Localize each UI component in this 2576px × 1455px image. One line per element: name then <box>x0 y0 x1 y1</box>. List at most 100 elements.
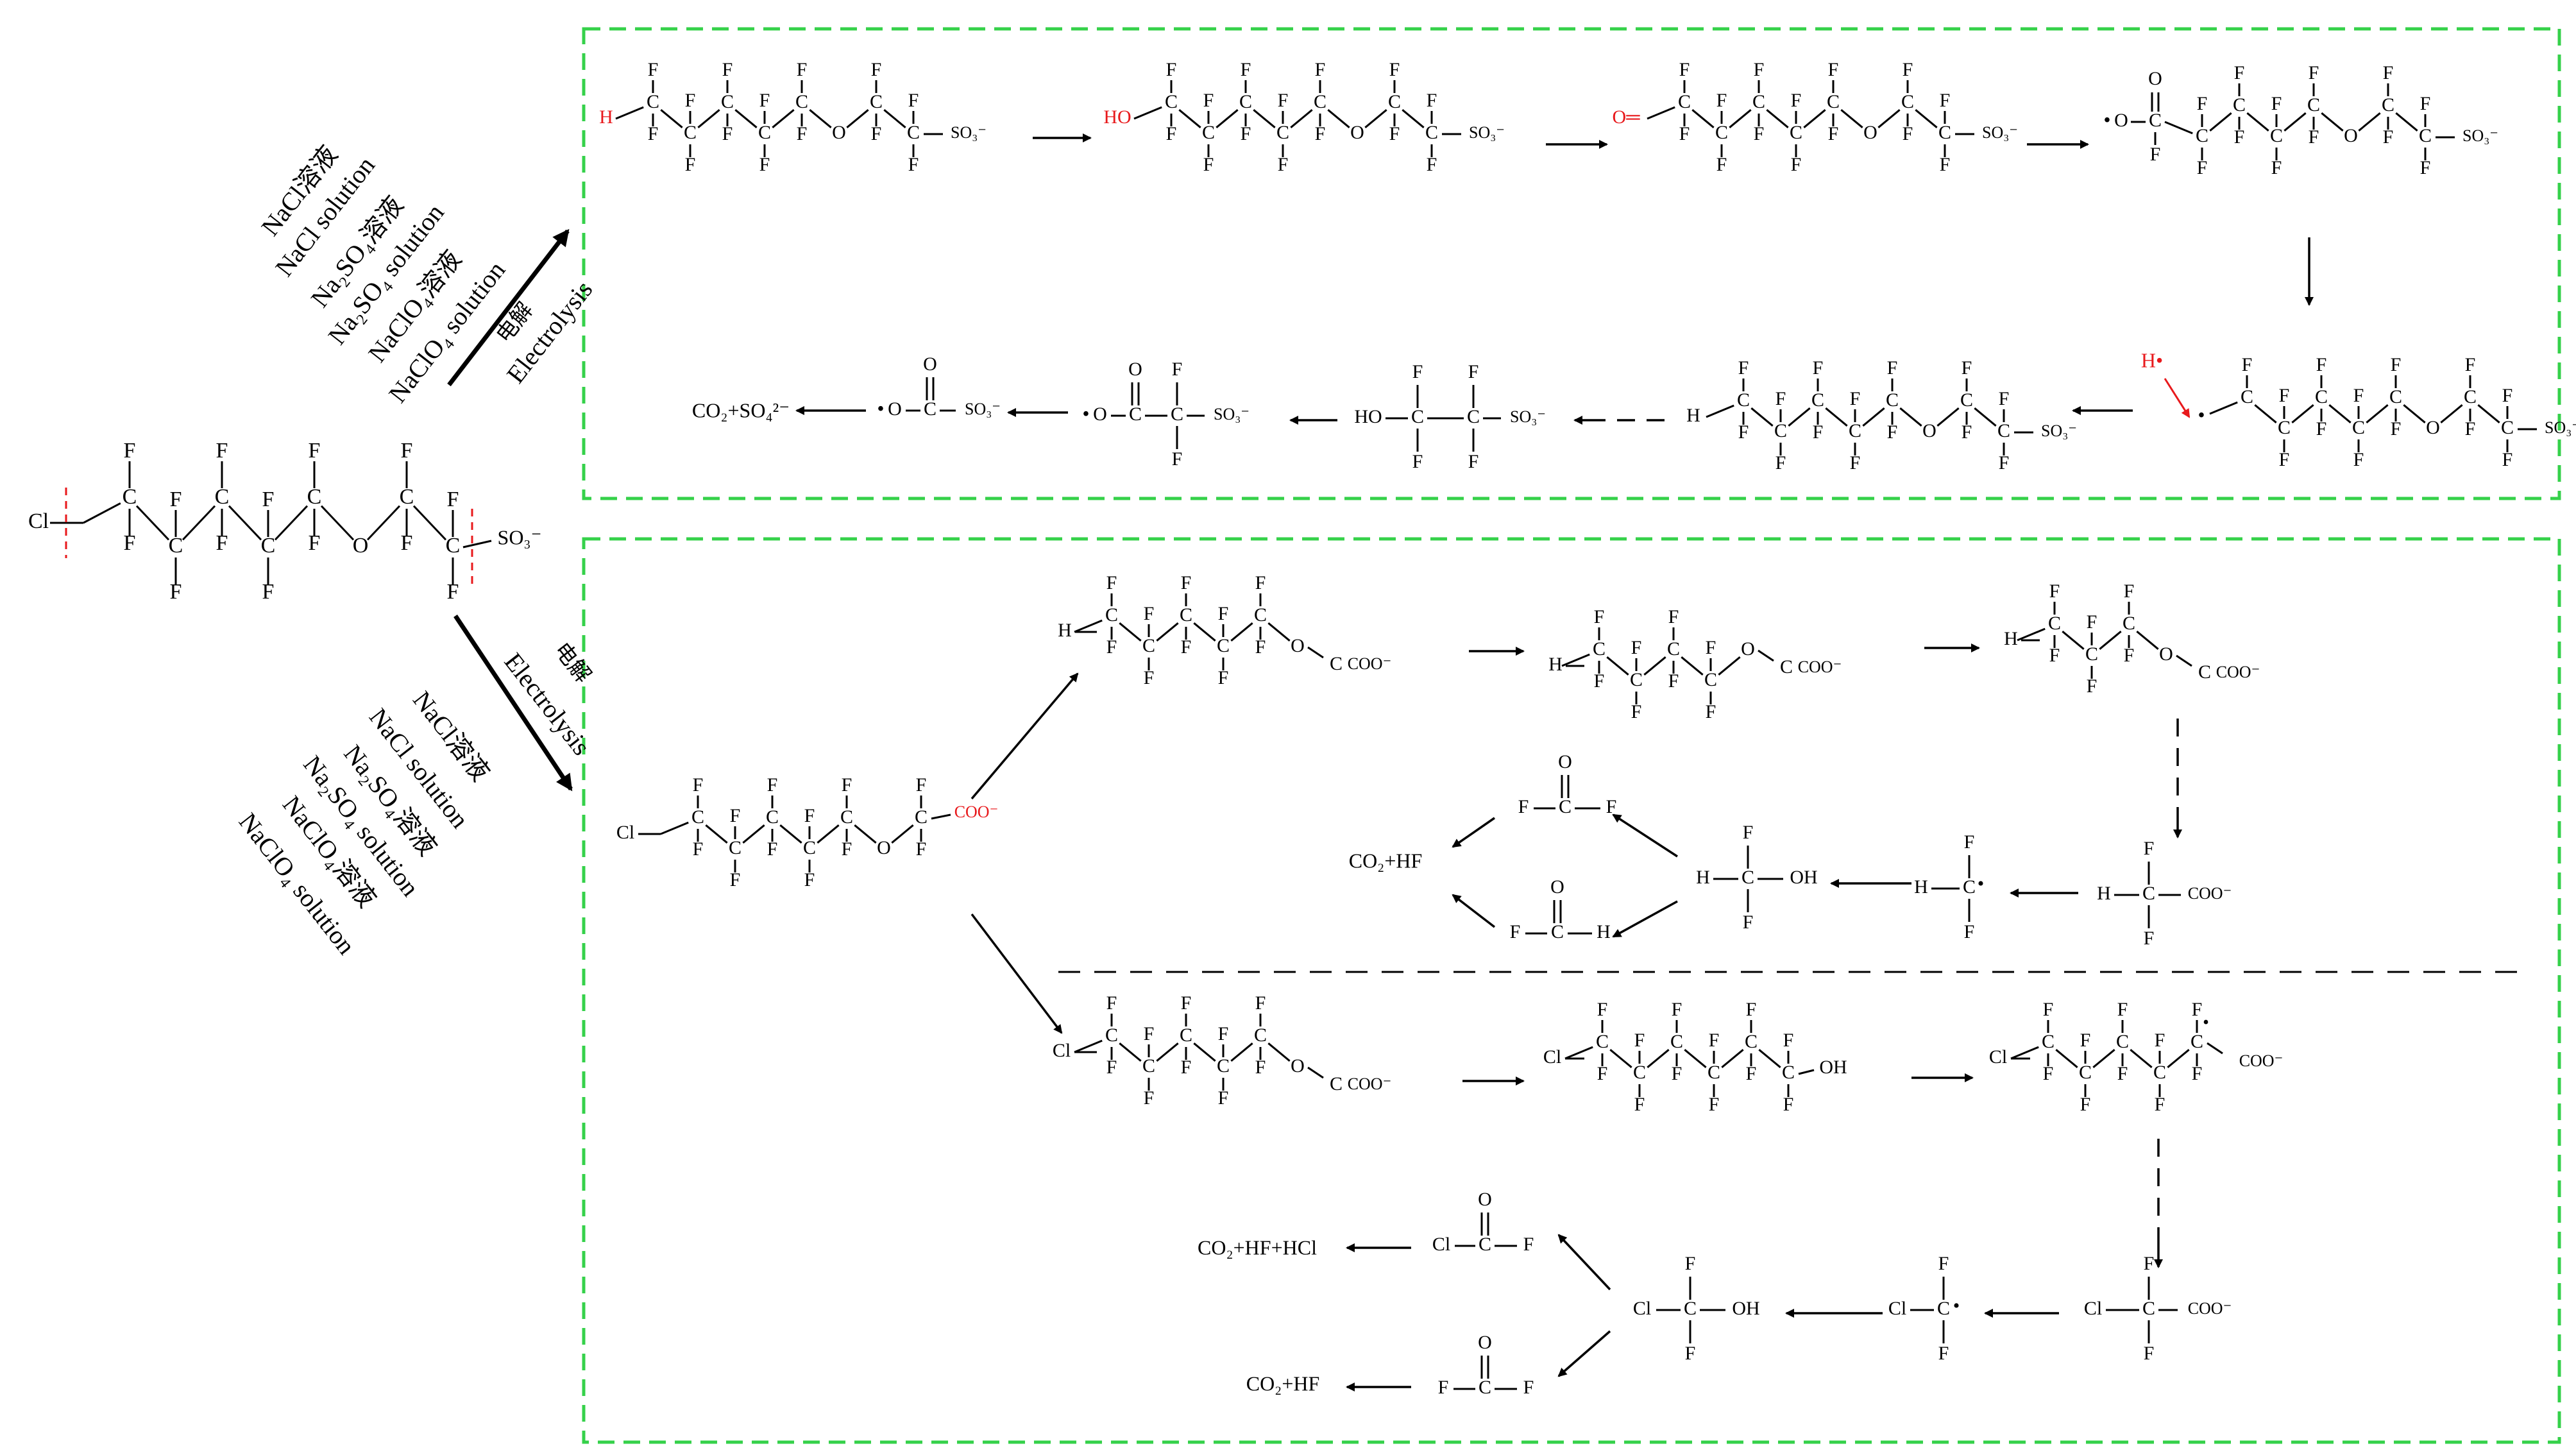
fluorine-atom: F <box>124 439 136 463</box>
bond <box>1609 1049 1632 1068</box>
fluorine-atom: F <box>1315 123 1326 144</box>
carbon-atom: C <box>1330 653 1343 674</box>
fluorine-atom: F <box>2353 449 2364 470</box>
chain-atom: C <box>1811 389 1824 411</box>
reaction-arrow <box>1612 813 1678 858</box>
carbon-atom: C <box>2142 1298 2155 1319</box>
carbon-atom: C <box>1411 406 1424 427</box>
fluorine-atom: F <box>2043 999 2054 1020</box>
chain-atom: C <box>1217 635 1230 656</box>
fluorine-atom: F <box>1679 123 1690 144</box>
chain-atom: C <box>1142 635 1155 656</box>
fluorine-atom: F <box>685 90 696 111</box>
bond <box>854 824 877 844</box>
fluorine-atom: F <box>1106 636 1117 658</box>
bond <box>2403 404 2426 423</box>
chain-atom: C <box>1997 420 2010 441</box>
bond <box>2254 404 2277 423</box>
hydrogen-atom: H <box>599 106 613 128</box>
fluorine-atom: F <box>1218 603 1229 624</box>
fluorine-atom: F <box>1738 357 1749 379</box>
chain-atom: C <box>1142 1055 1155 1076</box>
carbon-atom: C <box>1963 876 1976 898</box>
fluorine-atom: F <box>2049 581 2060 602</box>
fluorine-atom: F <box>309 439 321 463</box>
fluorine-atom: F <box>1389 59 1400 80</box>
chain-atom: C <box>1715 122 1728 143</box>
fluorine-atom: F <box>1850 452 1861 473</box>
fluorine-atom: F <box>1902 123 1913 144</box>
bond <box>2136 631 2159 650</box>
fluorine-atom: F <box>730 869 741 890</box>
chain-atom: C <box>1165 91 1178 112</box>
bond <box>1133 106 1162 120</box>
fluorine-atom: F <box>2117 1063 2128 1084</box>
bond <box>1267 622 1291 642</box>
chain-atom: C <box>1827 91 1840 112</box>
sulfonate-group: SO₃⁻ <box>965 400 1001 418</box>
bond <box>1253 109 1276 128</box>
carbon-atom: C <box>1479 1377 1491 1398</box>
fluorine-atom: F <box>767 774 778 796</box>
chlorine-atom: Cl <box>1543 1046 1561 1068</box>
fluorine-atom: F <box>1738 421 1749 443</box>
fluorine-atom: F <box>871 123 882 144</box>
ether-oxygen: O <box>2344 125 2358 146</box>
fluorine-atom: F <box>1255 636 1266 658</box>
carbon-atom: C <box>1330 1073 1343 1094</box>
bond <box>1156 622 1179 642</box>
radical-dot: • <box>2103 108 2110 131</box>
bond <box>1750 407 1774 427</box>
hydroxyl-group: HO <box>1103 106 1131 128</box>
hydrogen-atom: H <box>1914 876 1928 898</box>
sulfonate-group: SO₃⁻ <box>498 525 542 549</box>
chain-atom: C <box>2190 1031 2203 1052</box>
fluorine-atom: F <box>1668 606 1679 627</box>
bond <box>2328 404 2351 423</box>
bond <box>1119 622 1142 642</box>
fluorine-atom: F <box>871 59 882 80</box>
fluorine-atom: F <box>916 774 927 796</box>
oxygen-atom: O <box>923 353 937 375</box>
chain-atom: C <box>2048 613 2061 634</box>
carboxylate-group: COO⁻ <box>1348 1075 1392 1093</box>
chain-atom: C <box>2042 1031 2055 1052</box>
chain-atom: C <box>1596 1031 1609 1052</box>
fluorine-atom: F <box>2155 1030 2165 1051</box>
fluorine-atom: F <box>1181 572 1192 593</box>
fluorine-atom: F <box>2192 999 2203 1020</box>
bond <box>1561 653 1590 667</box>
fluorine-atom: F <box>2234 62 2245 83</box>
chain-atom: C <box>1630 669 1643 690</box>
hydroxyl-group: OH <box>1732 1298 1759 1319</box>
fluorine-atom: F <box>1938 1253 1949 1274</box>
bond <box>1402 109 1425 128</box>
chlorine-atom: Cl <box>1888 1298 1906 1319</box>
ether-oxygen: O <box>1863 122 1877 143</box>
fluorine-atom: F <box>1746 999 1757 1020</box>
chain-atom: C <box>721 91 734 112</box>
chain-atom: C <box>1314 91 1326 112</box>
chain-atom: C <box>1707 1062 1720 1083</box>
fluorine-atom: F <box>124 531 136 555</box>
bond <box>779 824 802 844</box>
fluorine-atom: F <box>1203 90 1214 111</box>
chain-atom: C <box>684 122 697 143</box>
fluorine-atom: F <box>1850 388 1861 409</box>
fluorine-atom: F <box>1106 572 1117 593</box>
hydroxyl-group: HO <box>1354 406 1382 427</box>
ether-oxygen: O <box>2426 417 2440 438</box>
fluorine-atom: F <box>1523 1234 1534 1255</box>
hydrogen-atom: H <box>2097 883 2111 904</box>
fluorine-atom: F <box>842 838 852 860</box>
fluorine-atom: F <box>1631 701 1642 722</box>
bond <box>2167 1049 2190 1068</box>
fluorine-atom: F <box>916 838 927 860</box>
fluorine-atom: F <box>1668 670 1679 692</box>
fluorine-atom: F <box>1427 154 1437 175</box>
carboxylate-group: COO⁻ <box>1798 658 1842 676</box>
chain-atom: C <box>1670 1031 1683 1052</box>
carbon-atom: C <box>1741 867 1754 888</box>
final-products-upper: CO₂+SO₄²⁻ <box>692 398 790 421</box>
radical-dot: • <box>1978 873 1985 894</box>
